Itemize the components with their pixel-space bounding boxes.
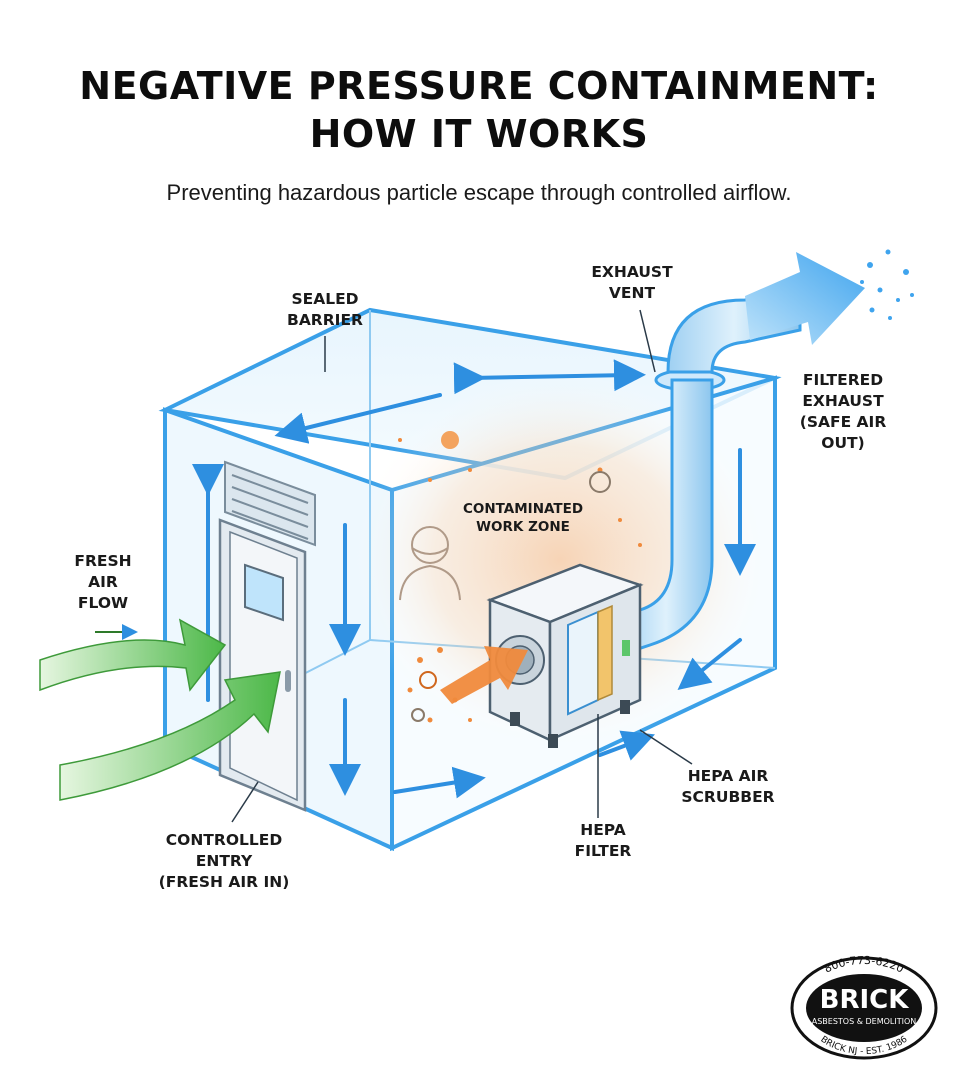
label-controlled-entry: CONTROLLED ENTRY (FRESH AIR IN) [140, 830, 308, 893]
label-controlled-entry-line-1: CONTROLLED [165, 831, 283, 849]
label-sealed-barrier: SEALED BARRIER [272, 289, 378, 331]
spore-particle [441, 431, 459, 449]
label-contaminated-line-2: WORK ZONE [476, 519, 570, 535]
label-fresh-air-flow-line-2: AIR [88, 573, 118, 591]
fresh-air-arrow-lower [59, 671, 281, 801]
label-filtered-exhaust: FILTERED EXHAUST (SAFE AIR OUT) [788, 370, 898, 454]
fresh-air-arrow-upper [39, 618, 227, 692]
label-fresh-air-flow-line-3: FLOW [77, 594, 129, 612]
label-controlled-entry-line-2: ENTRY [195, 852, 253, 870]
door-handle [285, 670, 291, 692]
fresh-air-arrows [39, 618, 281, 801]
label-filtered-exhaust-line-2: EXHAUST [802, 392, 884, 410]
title-line-2: HOW IT WORKS [309, 112, 649, 156]
label-hepa-scrubber-line-2: SCRUBBER [681, 788, 775, 806]
hepa-air-scrubber [486, 563, 644, 748]
label-controlled-entry-line-3: (FRESH AIR IN) [158, 873, 290, 891]
label-fresh-air-flow-line-1: FRESH [74, 552, 132, 570]
label-contaminated-line-1: CONTAMINATED [462, 501, 584, 517]
title-line-1: NEGATIVE PRESSURE CONTAINMENT: [79, 64, 879, 108]
logo-brand: BRICK [820, 985, 910, 1015]
contaminant-particles [398, 431, 642, 723]
label-sealed-barrier-line-1: SEALED [291, 290, 359, 308]
label-hepa-air-scrubber: HEPA AIR SCRUBBER [668, 766, 788, 808]
safe-air-particles [860, 249, 914, 320]
brick-logo: 800-773-6220 BRICK ASBESTOS & DEMOLITION… [790, 954, 938, 1060]
exhaust-duct [618, 252, 865, 658]
contamination-cloud [350, 370, 770, 750]
label-filtered-exhaust-line-4: OUT) [821, 434, 865, 452]
label-sealed-barrier-line-2: BARRIER [287, 311, 363, 329]
contaminated-air-intake-arrow [440, 646, 528, 704]
label-hepa-scrubber-line-1: HEPA AIR [687, 767, 769, 785]
diagram-title: NEGATIVE PRESSURE CONTAINMENT: HOW IT WO… [0, 62, 958, 158]
scrubber-indicator [622, 640, 630, 656]
exhaust-arrow [745, 252, 865, 345]
door-window [244, 563, 284, 622]
label-exhaust-vent-line-2: VENT [608, 284, 656, 302]
vent-grille [224, 460, 316, 547]
label-hepa-filter: HEPA FILTER [555, 820, 651, 862]
label-filtered-exhaust-line-3: (SAFE AIR [799, 413, 887, 431]
leader-lines [231, 309, 693, 823]
diagram-subtitle: Preventing hazardous particle escape thr… [166, 180, 792, 205]
label-hepa-filter-line-1: HEPA [580, 821, 626, 839]
logo-tagline: ASBESTOS & DEMOLITION [812, 1017, 917, 1026]
label-contaminated-work-zone: CONTAMINATED WORK ZONE [448, 500, 598, 536]
label-fresh-air-flow: FRESH AIR FLOW [58, 551, 148, 614]
controlled-entry-door [218, 518, 307, 812]
label-exhaust-vent-line-1: EXHAUST [591, 263, 673, 281]
label-exhaust-vent: EXHAUST VENT [584, 262, 680, 304]
worker-in-respirator [399, 526, 461, 601]
label-hepa-filter-line-2: FILTER [574, 842, 632, 860]
virus-particle [589, 471, 611, 493]
hepa-filter-element [567, 610, 599, 716]
label-filtered-exhaust-line-1: FILTERED [802, 371, 884, 389]
